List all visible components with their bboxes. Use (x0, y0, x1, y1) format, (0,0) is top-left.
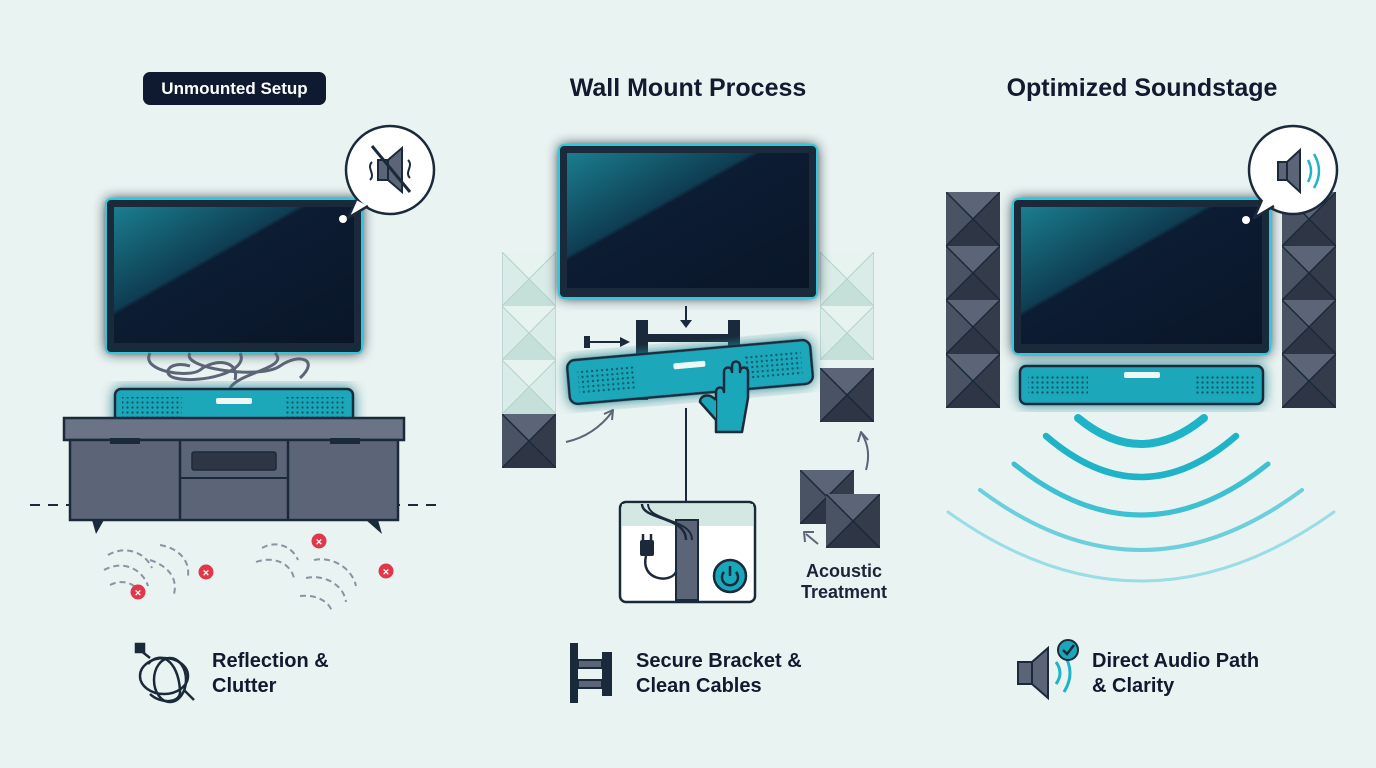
panel-unmounted: × × × × (30, 124, 440, 704)
panel-title-unmounted: Unmounted Setup (143, 72, 326, 105)
caption-unmounted-line2: Clutter (212, 675, 277, 697)
ghost-panels-left (502, 252, 556, 414)
cable-management-inset (618, 500, 757, 604)
ghost-panels-right (820, 252, 874, 360)
acoustic-panel (826, 494, 880, 548)
sound-waves (946, 414, 1336, 583)
error-markers: × × × × (130, 533, 394, 600)
caption-wall-mount-line2: Clean Cables (636, 675, 762, 697)
svg-text:×: × (203, 568, 209, 580)
panel-title-optimized: Optimized Soundstage (1006, 74, 1278, 102)
acoustic-panels-left (946, 192, 1000, 408)
tangled-cables (147, 351, 310, 389)
tv-unmounted (105, 198, 363, 354)
svg-text:×: × (383, 567, 389, 579)
reflection-waves (103, 543, 357, 613)
caption-optimized-line1: Direct Audio Path (1092, 650, 1260, 672)
acoustic-panel (502, 414, 556, 468)
speaker-check-icon (1017, 639, 1079, 701)
soundbar-mounting (565, 338, 815, 406)
caption-wall-mount-line1: Secure Bracket & (636, 650, 802, 672)
muted-speaker-icon (344, 124, 436, 220)
move-arrows (565, 409, 870, 545)
tv-cabinet (62, 416, 406, 534)
panel-title-wall-mount: Wall Mount Process (569, 74, 807, 102)
tv-wall (558, 144, 818, 299)
tangled-cable-icon (134, 642, 195, 704)
caption-optimized-line2: & Clarity (1092, 675, 1175, 697)
svg-text:×: × (135, 588, 141, 600)
soundbar-optimized (1018, 364, 1265, 406)
bracket-icon (570, 643, 612, 703)
panel-wall-mount (502, 144, 880, 703)
acoustic-panel (820, 368, 874, 422)
speaker-sound-icon (1247, 124, 1339, 220)
acoustic-treatment-label-line2: Treatment (800, 582, 888, 602)
hand-icon (698, 360, 750, 434)
acoustic-treatment-label-line1: Acoustic (805, 561, 883, 581)
panel-optimized (946, 124, 1339, 701)
svg-text:×: × (316, 537, 322, 549)
acoustic-panels-right (1282, 192, 1336, 408)
caption-unmounted-line1: Reflection & (212, 650, 329, 672)
tv-optimized (1012, 198, 1271, 355)
